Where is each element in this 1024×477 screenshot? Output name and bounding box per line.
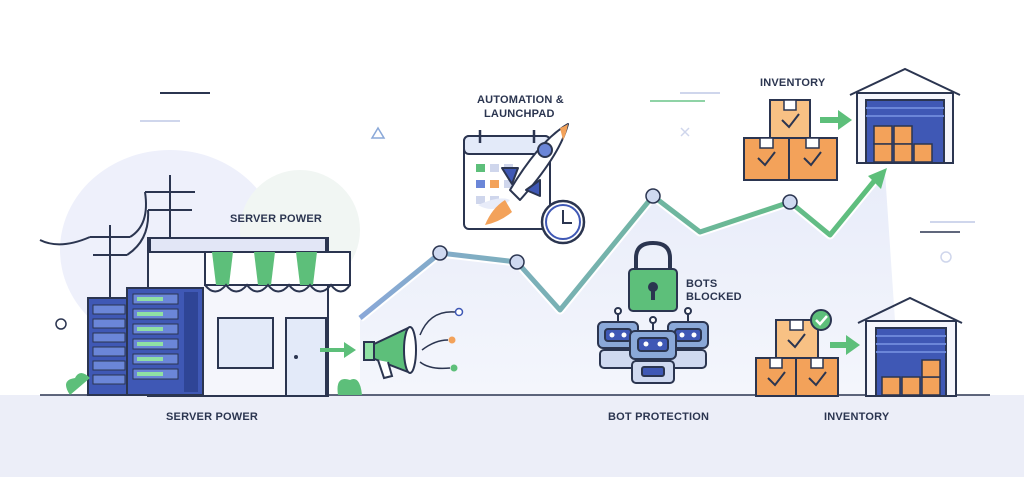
box-icon — [743, 99, 838, 181]
warehouse-icon — [857, 296, 963, 397]
label-bots-line1: BOTS — [686, 278, 718, 290]
warehouse-icon — [849, 67, 961, 164]
robot-icon — [597, 307, 709, 384]
label-inventory-bottom: INVENTORY — [824, 411, 890, 423]
trend-node — [509, 254, 525, 270]
box-icon — [755, 319, 839, 397]
label-server-power-bottom: SERVER POWER — [166, 411, 259, 423]
inventory-arrow-icon — [830, 335, 860, 355]
trend-node — [782, 194, 798, 210]
trend-line — [357, 168, 887, 322]
padlock-icon — [628, 240, 678, 312]
label-automation-line2: LAUNCHPAD — [484, 108, 555, 120]
label-server-power-top: SERVER POWER — [230, 213, 323, 225]
megaphone-icon — [363, 307, 464, 380]
clock-icon — [540, 199, 586, 245]
ground — [0, 395, 1024, 477]
label-inventory-top: INVENTORY — [760, 77, 826, 89]
rocket-icon — [478, 123, 569, 225]
inventory-arrow-icon — [820, 110, 852, 130]
trend-node — [645, 188, 661, 204]
label-automation-line1: AUTOMATION & — [477, 94, 564, 106]
server-rack-icon — [66, 287, 362, 396]
label-bots-line2: BLOCKED — [686, 291, 742, 303]
trend-arrow-icon — [868, 168, 887, 189]
check-icon — [810, 309, 832, 331]
label-bot-protection: BOT PROTECTION — [608, 411, 710, 423]
trend-node — [432, 245, 448, 261]
